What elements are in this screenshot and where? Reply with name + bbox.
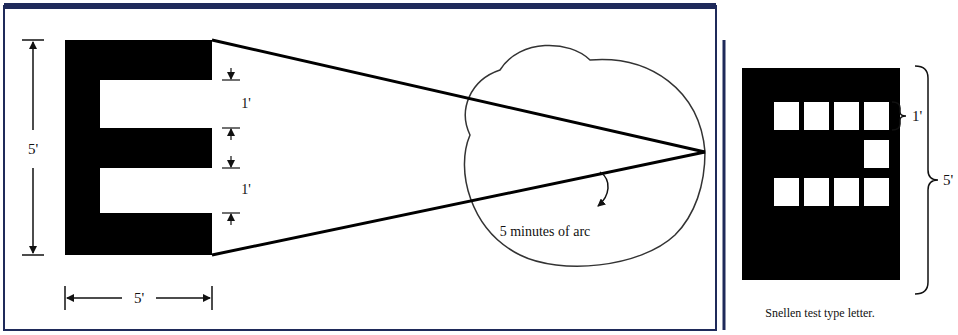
sight-line — [212, 40, 705, 152]
panel-top-bar — [4, 3, 716, 9]
grid-cell — [864, 178, 889, 206]
grid-cell — [864, 102, 889, 130]
panel-frame — [4, 6, 716, 330]
dimension-label: 1' — [912, 108, 922, 125]
eye-outline — [464, 45, 705, 266]
angle-arrow — [598, 172, 608, 206]
caption: Snellen test type letter. — [765, 307, 874, 320]
snellen-letter — [742, 68, 900, 280]
grid-cell — [774, 178, 799, 206]
brace — [915, 66, 938, 294]
dimension-label: 5' — [132, 290, 146, 307]
dim-arrow — [32, 42, 34, 130]
panel-divider — [723, 40, 726, 330]
dimension-label: 1' — [241, 96, 251, 111]
grid-cell — [774, 102, 799, 130]
sight-line — [212, 152, 705, 255]
dim-tick — [211, 286, 213, 310]
dim-tick — [22, 39, 44, 41]
grid-cell — [804, 102, 829, 130]
dimension-label: 5' — [26, 141, 40, 158]
grid-cells — [774, 102, 889, 206]
letter-e — [65, 40, 212, 255]
dimension-label: 1' — [241, 182, 251, 197]
brace — [892, 102, 906, 130]
grid-cell — [834, 102, 859, 130]
dim-arrow — [156, 297, 210, 299]
angle-label: 5 minutes of arc — [500, 224, 591, 239]
dim-arrow — [67, 297, 122, 299]
gap-ticks — [222, 68, 240, 225]
dim-arrow — [32, 168, 34, 253]
grid-cell — [864, 140, 889, 168]
grid-cell — [804, 178, 829, 206]
dim-tick — [22, 254, 44, 256]
grid-cell — [834, 178, 859, 206]
dim-tick — [64, 286, 66, 310]
dimension-label: 5' — [943, 172, 953, 189]
